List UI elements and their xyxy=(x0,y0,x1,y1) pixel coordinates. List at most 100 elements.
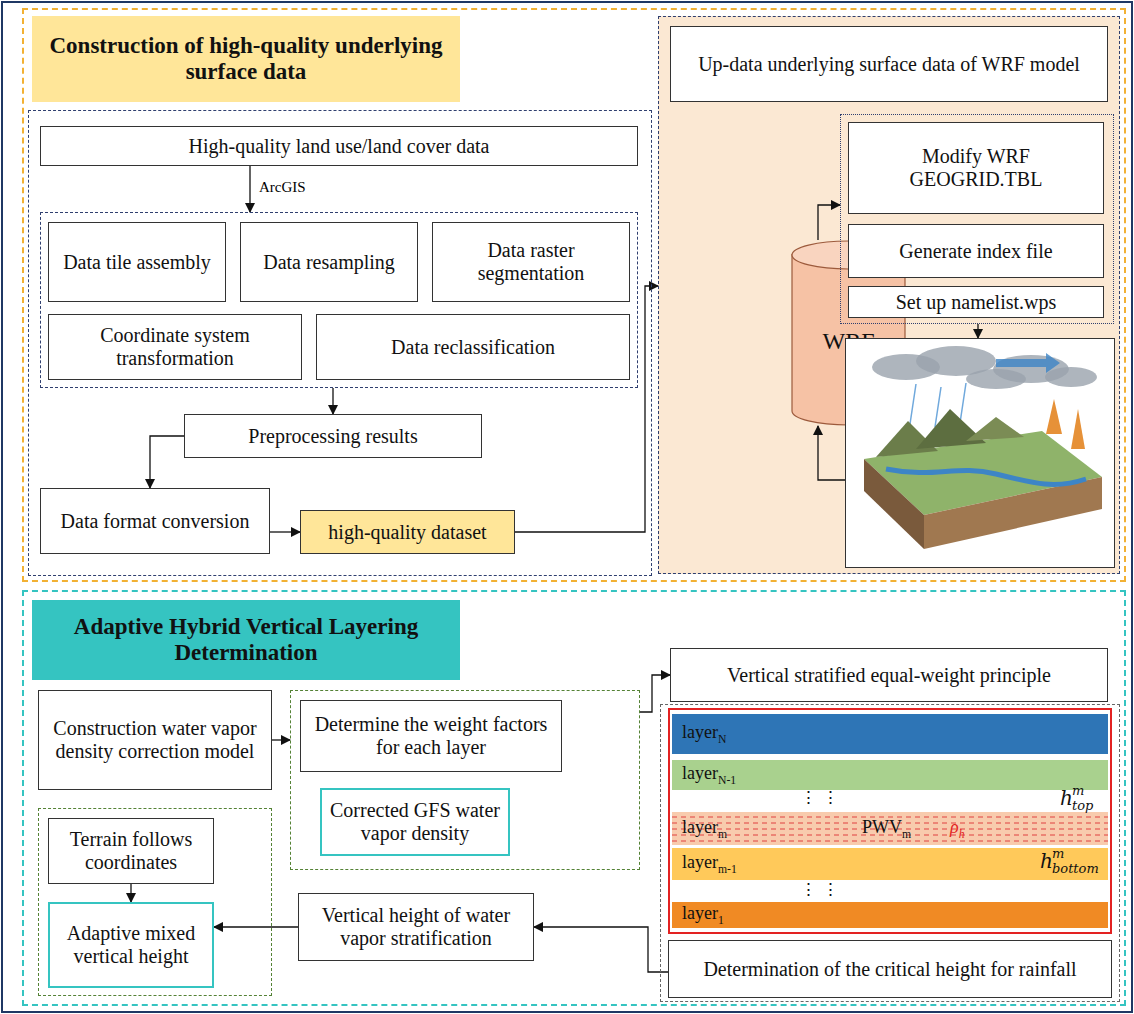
box-text: Data raster segmentation xyxy=(440,239,622,285)
text-block: Data reclassification xyxy=(324,336,622,359)
text-block: Preprocessing results xyxy=(192,425,474,448)
text-block: High-quality land use/land cover data xyxy=(48,135,630,158)
process-box: Preprocessing results xyxy=(184,414,482,458)
layer-band: layerm PWVm ρh xyxy=(672,812,1108,845)
box-text: Preprocessing results xyxy=(192,425,474,448)
subscript: bottom xyxy=(1052,862,1099,875)
group-frame: Determine the weight factors for each la… xyxy=(290,690,640,870)
hydrology-illustration xyxy=(846,339,1114,567)
box-text: Generate index file xyxy=(856,240,1096,263)
text-block: Construction of high-quality underlying … xyxy=(39,33,453,86)
group-frame: Terrain follows coordinatesAdaptive mixe… xyxy=(38,808,272,996)
text-block: Determine the weight factors for each la… xyxy=(308,713,554,759)
text-block: Data resampling xyxy=(248,251,410,274)
process-box: Generate index file xyxy=(848,224,1104,278)
box-text: Determination of the critical height for… xyxy=(676,958,1104,981)
layer-label: layerN xyxy=(682,722,726,745)
process-box: Data tile assembly xyxy=(48,222,226,302)
layer-band: layer1 xyxy=(672,902,1108,928)
subscript: N-1 xyxy=(718,774,736,787)
layer-text: layer xyxy=(682,722,718,742)
layer-text: layer xyxy=(682,903,718,923)
subscript: h xyxy=(959,827,965,840)
flow-arrow xyxy=(332,388,333,414)
box-text: Modify WRF GEOGRID.TBL xyxy=(856,145,1096,191)
box-text: high-quality dataset xyxy=(308,521,507,544)
group-frame: Data tile assembly Data resampling Data ra… xyxy=(40,212,638,388)
flow-arrow xyxy=(534,927,668,972)
process-box: Vertical height of water vapor stratific… xyxy=(298,893,534,961)
layer-text: ρ xyxy=(950,817,959,837)
text-block: Up-data underlying surface data of WRF m… xyxy=(678,53,1100,76)
process-box: Data raster segmentation xyxy=(432,222,630,302)
layer-label: ρh xyxy=(950,817,964,840)
dataset-box: high-quality dataset xyxy=(300,510,515,554)
box-text: Vertical height of water vapor stratific… xyxy=(306,904,526,950)
ellipsis-mark: ⋮ ⋮ xyxy=(800,789,839,806)
box-text: Data tile assembly xyxy=(56,251,218,274)
layer-label: layerN-1 xyxy=(682,763,736,786)
text-block: Terrain follows coordinates xyxy=(56,828,206,874)
edge-label: ArcGIS xyxy=(257,179,308,196)
subscript: m xyxy=(718,827,727,840)
process-box: Data reclassification xyxy=(316,314,630,380)
box-text: Construction water vapor density correct… xyxy=(46,717,264,763)
flow-arrow xyxy=(977,324,978,338)
text-block: Corrected GFS water vapor density xyxy=(329,799,501,845)
box-text: Up-data underlying surface data of WRF m… xyxy=(678,53,1100,76)
box-text: Corrected GFS water vapor density xyxy=(329,799,501,845)
process-box: Coordinate system transformation xyxy=(48,314,302,380)
process-box: Data format conversion xyxy=(40,488,270,554)
region-frame: Up-data underlying surface data of WRF m… xyxy=(658,16,1120,574)
flow-arrow xyxy=(214,926,298,927)
process-box: Data resampling xyxy=(240,222,418,302)
illustration-box xyxy=(845,338,1115,568)
box-text: Data reclassification xyxy=(324,336,622,359)
box-text: Data format conversion xyxy=(48,510,262,533)
height-symbol: h xyxy=(1060,788,1073,808)
process-box: Determine the weight factors for each la… xyxy=(300,700,562,772)
box-text: Data resampling xyxy=(248,251,410,274)
text-block: Data tile assembly xyxy=(56,251,218,274)
text-block: Coordinate system transformation xyxy=(56,324,294,370)
flow-arrow xyxy=(150,436,184,488)
ellipsis-mark: ⋮ ⋮ xyxy=(800,881,839,898)
process-box: Set up namelist.wps xyxy=(848,286,1104,318)
text-block: high-quality dataset xyxy=(308,521,507,544)
text-block: Adaptive mixed vertical height xyxy=(57,922,205,968)
box-text: High-quality land use/land cover data xyxy=(48,135,630,158)
subscript: N xyxy=(718,733,726,746)
text-block: Construction water vapor density correct… xyxy=(46,717,264,763)
layer-label: PWVm xyxy=(862,817,911,840)
process-box: Vertical stratified equal-weight princip… xyxy=(670,648,1108,702)
height-symbol: h xyxy=(1040,851,1053,871)
box-text: Terrain follows coordinates xyxy=(56,828,206,874)
text-block: Determination of the critical height for… xyxy=(676,958,1104,981)
result-box: Adaptive mixed vertical height xyxy=(48,902,214,988)
flow-arrow xyxy=(249,166,250,212)
panel-title: Construction of high-quality underlying … xyxy=(32,16,460,102)
region-fill xyxy=(658,16,1120,574)
box-text: Coordinate system transformation xyxy=(56,324,294,370)
layer-stack: layerNlayerN-1layermPWVmρhlayerm-1layer1 xyxy=(668,708,1112,934)
subscript: top xyxy=(1072,799,1093,812)
superscript: m xyxy=(1072,784,1084,797)
flow-arrow xyxy=(818,426,845,480)
text-block: Generate index file xyxy=(856,240,1096,263)
flow-arrow xyxy=(640,675,670,712)
box-text: Set up namelist.wps xyxy=(856,291,1096,314)
text-block: Set up namelist.wps xyxy=(856,291,1096,314)
layer-label: layerm xyxy=(682,817,727,840)
flow-arrow xyxy=(130,884,131,902)
panel-title: Adaptive Hybrid Vertical Layering Determ… xyxy=(32,600,460,680)
layer-band: layerN xyxy=(672,714,1108,754)
layer-text: layer xyxy=(682,852,718,872)
layer-label: layerm-1 xyxy=(682,852,737,875)
text-block: Data format conversion xyxy=(48,510,262,533)
layer-band: layerN-1 xyxy=(672,760,1108,790)
box-text: Adaptive mixed vertical height xyxy=(57,922,205,968)
